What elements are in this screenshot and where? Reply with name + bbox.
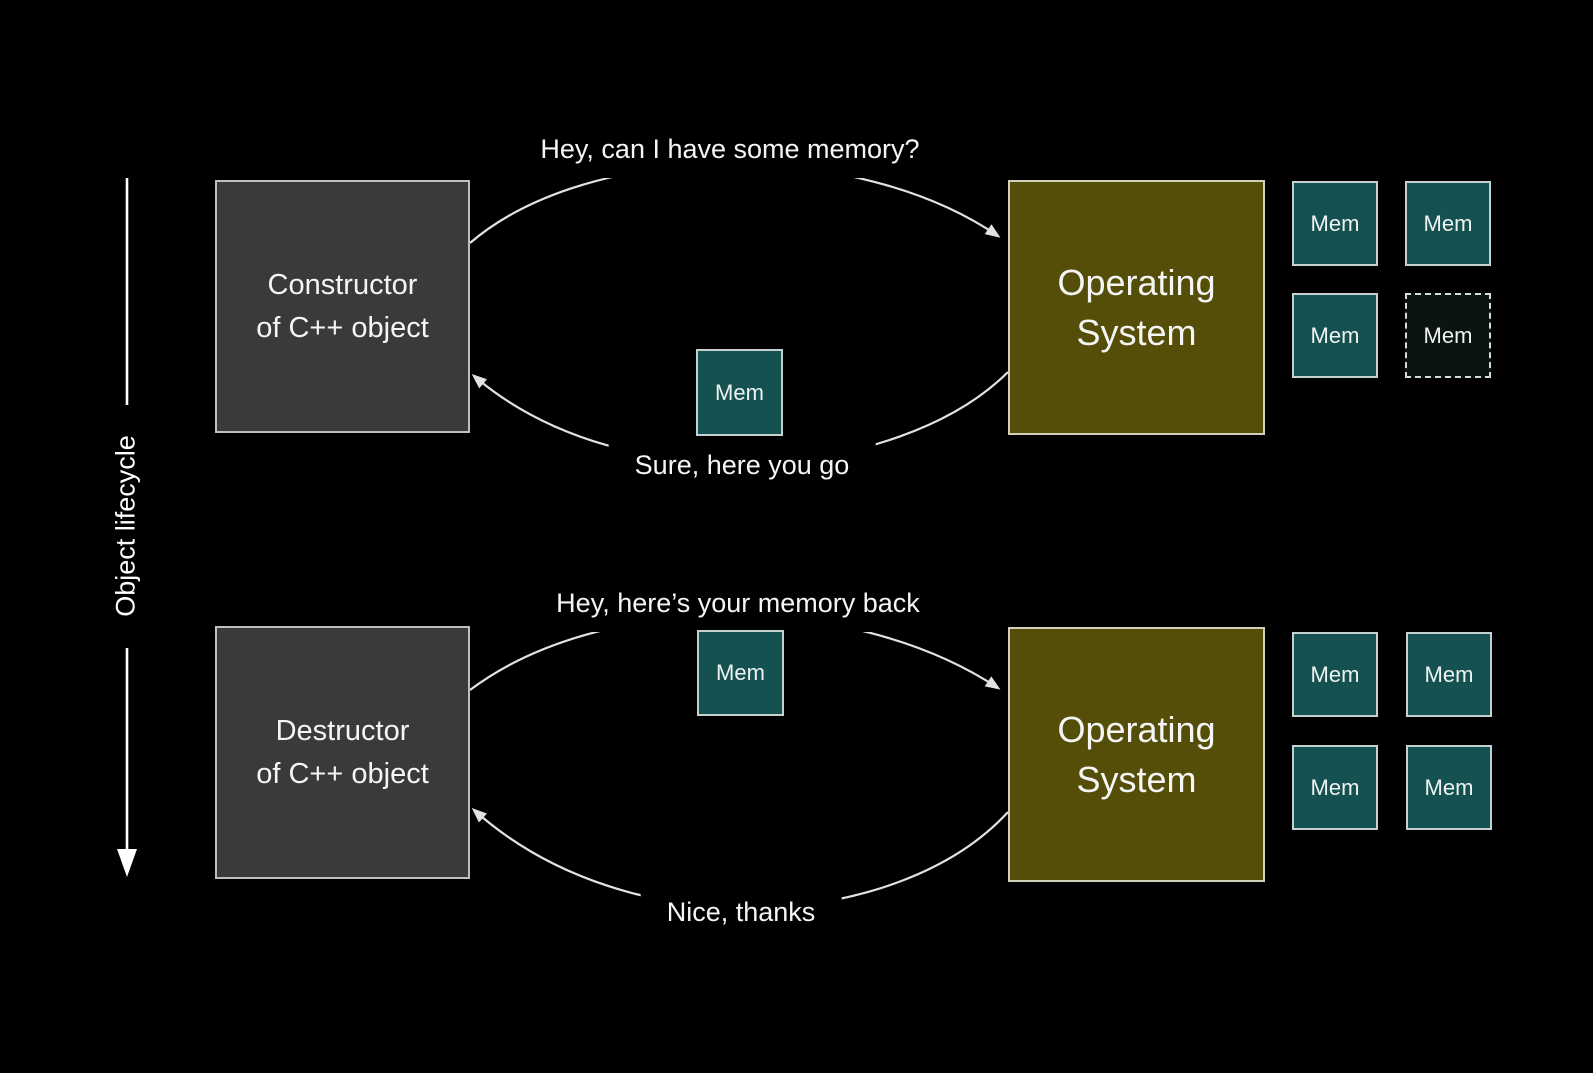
- memory-chip-bottom: Mem: [697, 630, 784, 716]
- os-memory-cell-label: Mem: [1424, 774, 1474, 800]
- memory-chip-top-label: Mem: [715, 379, 764, 405]
- os-memory-cell-label: Mem: [1310, 774, 1360, 800]
- os-box-top: Operating System: [1008, 180, 1265, 435]
- response-message-top: Sure, here you go: [608, 436, 876, 494]
- memory-chip-bottom-label: Mem: [716, 660, 765, 685]
- os-box-bottom: Operating System: [1008, 627, 1265, 882]
- os-box-top-label: Operating System: [1057, 261, 1216, 353]
- destructor-box-label: Destructor of C++ object: [256, 715, 429, 790]
- os-memory-cell-label: Mem: [1423, 210, 1473, 236]
- memory-chip-top: Mem: [696, 349, 783, 436]
- destructor-box: Destructor of C++ object: [215, 626, 470, 879]
- response-message-bottom: Nice, thanks: [640, 883, 842, 941]
- os-memory-cell-label: Mem: [1310, 210, 1360, 236]
- os-memory-cell-label: Mem: [1424, 661, 1474, 687]
- os-memory-cell-label: Mem: [1310, 661, 1360, 687]
- os-memory-cell-label: Mem: [1423, 322, 1473, 348]
- os-memory-cell: Mem: [1292, 632, 1378, 717]
- os-memory-cell: Mem: [1406, 632, 1492, 717]
- os-memory-cell-label: Mem: [1310, 322, 1360, 348]
- request-message-bottom: Hey, here’s your memory back: [530, 574, 946, 632]
- os-memory-cell: Mem: [1405, 181, 1491, 266]
- os-box-bottom-label: Operating System: [1057, 708, 1216, 800]
- request-message-top: Hey, can I have some memory?: [514, 120, 946, 178]
- os-memory-cell-empty: Mem: [1405, 293, 1491, 378]
- lifecycle-axis-arrowhead-icon: [117, 849, 137, 877]
- os-memory-cell: Mem: [1292, 745, 1378, 830]
- os-memory-cell: Mem: [1406, 745, 1492, 830]
- constructor-box-label: Constructor of C++ object: [256, 269, 429, 344]
- constructor-box: Constructor of C++ object: [215, 180, 470, 433]
- os-memory-cell: Mem: [1292, 293, 1378, 378]
- os-memory-cell: Mem: [1292, 181, 1378, 266]
- lifecycle-axis-label: Object lifecycle: [110, 421, 142, 631]
